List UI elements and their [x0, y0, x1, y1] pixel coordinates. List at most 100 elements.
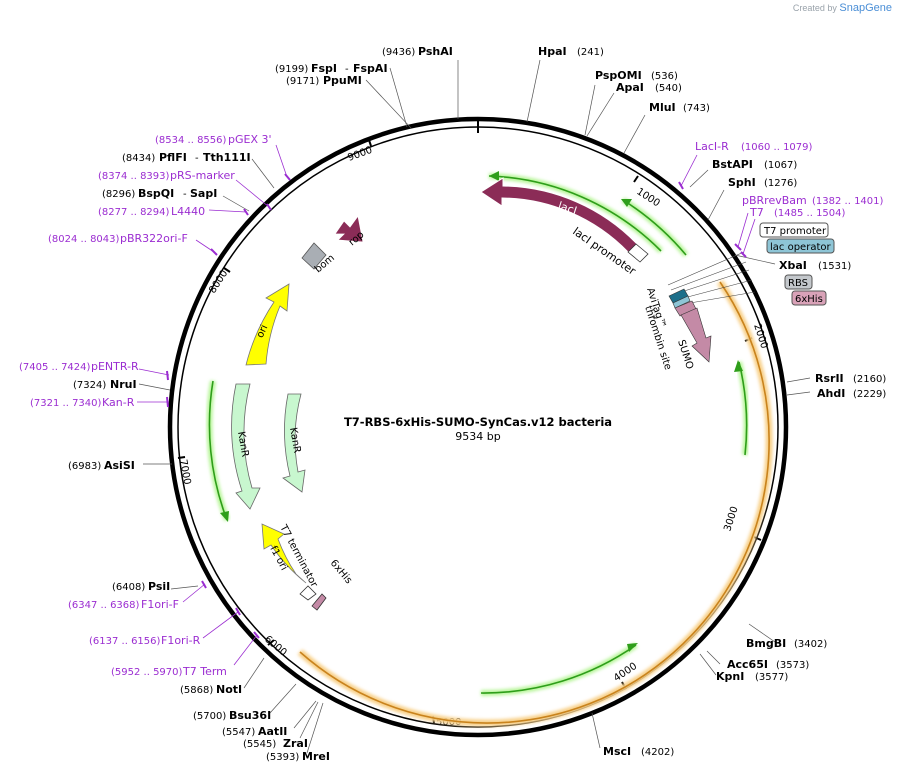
enzyme-name-kpni: KpnI	[716, 670, 744, 683]
enzyme-pos-rsrii: (2160)	[853, 374, 886, 385]
enzyme-pos-fspi: (9199)	[275, 64, 308, 75]
sumo-label: SUMO	[675, 339, 695, 371]
rop-bom-features: rop bom	[301, 215, 366, 275]
enzyme-name-psii: PsiI	[148, 580, 170, 593]
primer-name-prs-marker: pRS-marker	[170, 169, 235, 182]
enzyme-pos-mrei: (5393)	[266, 752, 299, 763]
enzyme-name-bmgbi: BmgBI	[746, 637, 786, 650]
enzyme-name-nrui: NruI	[110, 378, 137, 391]
enzyme-name-pspomi: PspOMI	[595, 69, 642, 82]
enzyme-name2-fspai: FspAI	[353, 62, 388, 75]
enzyme-pos-nrui: (7324)	[73, 380, 106, 391]
enzyme-pos-msci: (4202)	[641, 747, 674, 758]
enzyme-labels: (9436) PshAI HpaI (241) PspOMI (536) Apa…	[68, 45, 886, 763]
watermark-prefix: Created by	[792, 3, 837, 13]
enzyme-name-ppumi: PpuMI	[323, 74, 362, 87]
enzyme-pos-pspomi: (536)	[651, 71, 678, 82]
enzyme-sep-bspqi: -	[183, 189, 187, 200]
sixhis-label: 6xHis	[328, 558, 354, 586]
kanr-features: KanR KanR	[231, 383, 306, 510]
enzyme-pos-asisi: (6983)	[68, 461, 101, 472]
orf-arcs-green	[206, 171, 750, 697]
enzyme-name-pshai: PshAI	[418, 45, 453, 58]
enzyme-name-mlui: MluI	[649, 101, 676, 114]
primer-name-pbr322ori-f: pBR322ori-F	[120, 232, 188, 245]
box-rbs: RBS	[788, 278, 808, 289]
enzyme-name-ahdi: AhdI	[817, 387, 845, 400]
primer-range-kan-r: (7321 .. 7340)	[30, 398, 102, 409]
enzyme-pos-bstapi: (1067)	[764, 160, 797, 171]
primer-range-f1ori-f: (6347 .. 6368)	[68, 600, 140, 611]
enzyme-name-rsrii: RsrII	[815, 372, 844, 385]
enzyme-name-bspqi: BspQI	[138, 187, 174, 200]
kanr-label-2: KanR	[287, 427, 302, 454]
primer-name-laci-r: LacI-R	[695, 140, 729, 153]
tick-label-1000: 1000	[634, 186, 661, 209]
enzyme-pos-hpai: (241)	[577, 47, 604, 58]
enzyme-pos-mlui: (743)	[683, 103, 710, 114]
enzyme-pos-acc65i: (3573)	[776, 660, 809, 671]
primer-name-pbrrevbam: pBRrevBam	[742, 194, 807, 207]
enzyme-sep-pflfi: -	[195, 153, 199, 164]
tick-label-3000: 3000	[722, 505, 740, 533]
enzyme-name-xbai: XbaI	[779, 259, 807, 272]
enzyme-name-noti: NotI	[216, 683, 242, 696]
box-lac-operator: lac operator	[770, 242, 831, 253]
primer-name-kan-r: Kan-R	[102, 396, 135, 409]
enzyme-pos-psii: (6408)	[112, 582, 145, 593]
primer-range-prs-marker: (8374 .. 8393)	[98, 171, 170, 182]
tick-label-7000: 7000	[177, 459, 192, 486]
enzyme-name-msci: MscI	[603, 745, 631, 758]
orf-arcs-orange	[297, 280, 773, 727]
ori-label: ori	[255, 323, 270, 339]
f1ori-features: f1 ori T7 terminator 6xHis	[261, 522, 354, 611]
enzyme-name-zrai: ZraI	[283, 737, 308, 750]
feature-boxes: T7 promoter lac operator RBS 6xHis	[759, 222, 835, 306]
enzyme-pos-bspqi: (8296)	[102, 189, 135, 200]
enzyme-name-pflfi: PflFI	[159, 151, 187, 164]
box-6xhis: 6xHis	[795, 294, 823, 305]
lacI-label: lacI	[556, 199, 578, 217]
enzyme-name-asisi: AsiSI	[104, 459, 135, 472]
enzyme-name-bsu36i: Bsu36I	[229, 709, 271, 722]
enzyme-name-sphi: SphI	[728, 176, 756, 189]
ori-feature: ori	[245, 283, 290, 366]
enzyme-pos-sphi: (1276)	[764, 178, 797, 189]
primer-range-pbrrevbam: (1382 .. 1401)	[812, 196, 884, 207]
snapgene-watermark: Created by SnapGene	[793, 2, 892, 14]
primer-labels: LacI-R (1060 .. 1079) pBRrevBam (1382 ..…	[19, 133, 884, 678]
primer-range-pgex3: (8534 .. 8556)	[155, 135, 227, 146]
enzyme-pos-apai: (540)	[655, 83, 682, 94]
enzyme-name-acc65i: Acc65I	[727, 658, 768, 671]
plasmid-name: T7-RBS-6xHis-SUMO-SynCas.v12 bacteria	[344, 415, 612, 429]
primer-range-pentr-r: (7405 .. 7424)	[19, 362, 91, 373]
primer-range-pbr322ori-f: (8024 .. 8043)	[48, 234, 120, 245]
primer-name-t7: T7	[749, 206, 764, 219]
primer-name-l4440: L4440	[171, 205, 205, 218]
enzyme-pos-zrai: (5545)	[243, 739, 276, 750]
primer-name-f1ori-r: F1ori-R	[161, 634, 201, 647]
enzyme-sep-fspi: -	[345, 64, 349, 75]
tick-label-6000: 6000	[262, 634, 289, 659]
primer-name-f1ori-f: F1ori-F	[141, 598, 179, 611]
enzyme-name-bstapi: BstAPI	[712, 158, 753, 171]
enzyme-pos-xbai: (1531)	[818, 261, 851, 272]
plasmid-size: 9534 bp	[455, 430, 500, 443]
enzyme-name-aatii: AatII	[258, 725, 287, 738]
enzyme-name2-sapi: SapI	[190, 187, 217, 200]
enzyme-pos-ppumi: (9171)	[286, 76, 319, 87]
enzyme-pos-pflfi: (8434)	[122, 153, 155, 164]
primer-leaders	[137, 144, 756, 666]
enzyme-name-fspi: FspI	[311, 62, 337, 75]
box-t7-promoter: T7 promoter	[763, 226, 827, 237]
primer-range-laci-r: (1060 .. 1079)	[741, 142, 813, 153]
enzyme-pos-noti: (5868)	[180, 685, 213, 696]
enzyme-name-apai: ApaI	[616, 81, 644, 94]
enzyme-name2-tth111i: Tth111I	[203, 151, 251, 164]
enzyme-name-hpai: HpaI	[538, 45, 567, 58]
primer-range-l4440: (8277 .. 8294)	[98, 207, 170, 218]
enzyme-pos-ahdi: (2229)	[853, 389, 886, 400]
primer-range-f1ori-r: (6137 .. 6156)	[89, 636, 161, 647]
snapgene-logo-text: SnapGene	[839, 2, 892, 14]
primer-name-t7-term: T7 Term	[182, 665, 227, 678]
